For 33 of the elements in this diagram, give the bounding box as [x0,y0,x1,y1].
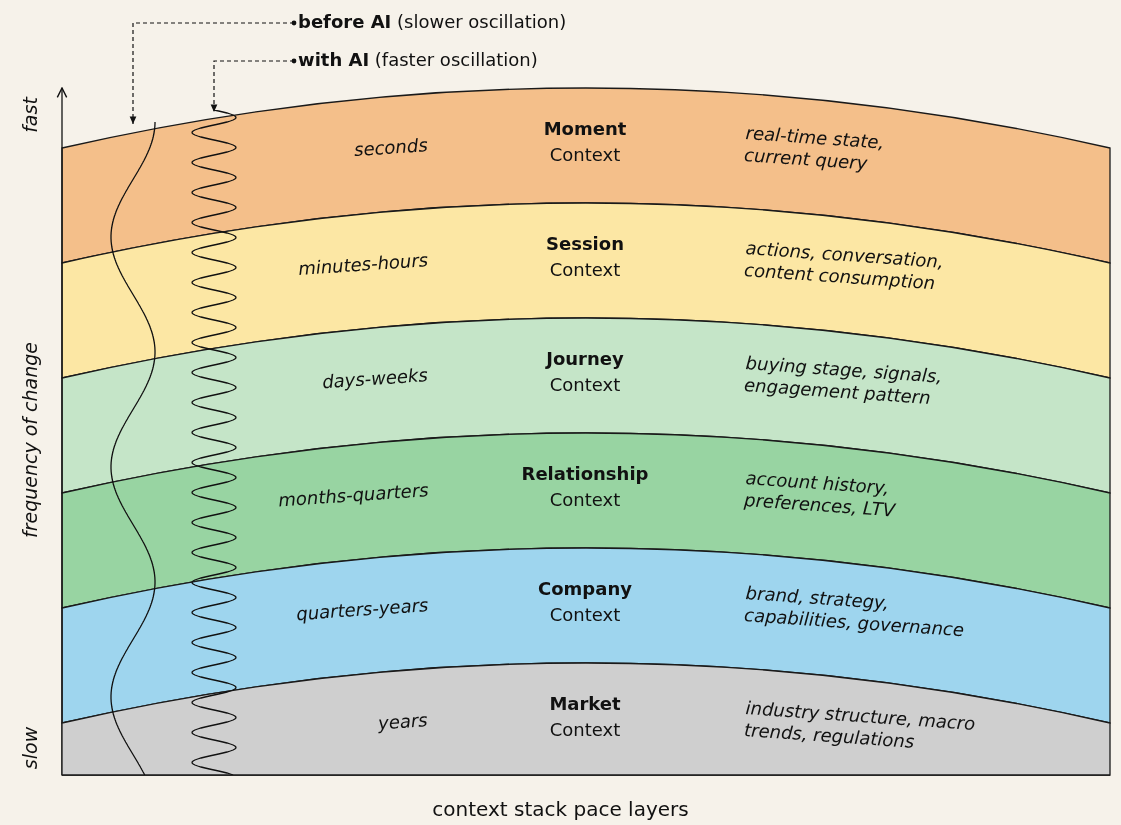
time-scale-label: months-quarters [277,479,429,512]
axis-title: frequency of change [19,342,41,538]
layer-description: industry structure, macro trends, regulations [743,697,976,754]
time-scale-label: minutes-hours [297,249,429,281]
layer-title: Session [545,233,625,255]
leader-line [129,20,297,125]
layer-subtitle: Context [548,489,622,511]
layer-description: brand, strategy, capabilities, governance [743,582,966,643]
annotation-text: with AI (faster oscillation) [298,48,538,72]
time-scale-label: quarters-years [295,594,429,626]
layer-subtitle: Context [548,144,622,166]
axis-label: fast [19,97,41,133]
layer-title: Market [548,693,622,715]
layer-subtitle: Context [548,259,622,281]
time-scale-label: seconds [353,134,429,162]
caption: context stack pace layers [431,797,690,821]
layer-description: account history, preferences, LTV [743,467,898,523]
pace-layer-band [62,663,1110,775]
axis-label: slow [19,726,41,770]
layer-title: Relationship [520,463,650,485]
layer-title: Company [537,578,633,600]
layer-description: actions, conversation, content consumption [743,237,946,296]
leader-line [210,58,297,113]
layer-subtitle: Context [548,374,622,396]
layer-description: real-time state, current query [743,122,886,176]
annotation-text: before AI (slower oscillation) [298,10,567,34]
time-scale-label: days-weeks [321,364,429,394]
time-scale-label: years [377,709,429,735]
layer-title: Moment [542,118,628,140]
layer-subtitle: Context [548,604,622,626]
layer-title: Journey [544,348,625,370]
layer-subtitle: Context [548,719,622,741]
layer-description: buying stage, signals, engagement pattern [743,352,944,410]
